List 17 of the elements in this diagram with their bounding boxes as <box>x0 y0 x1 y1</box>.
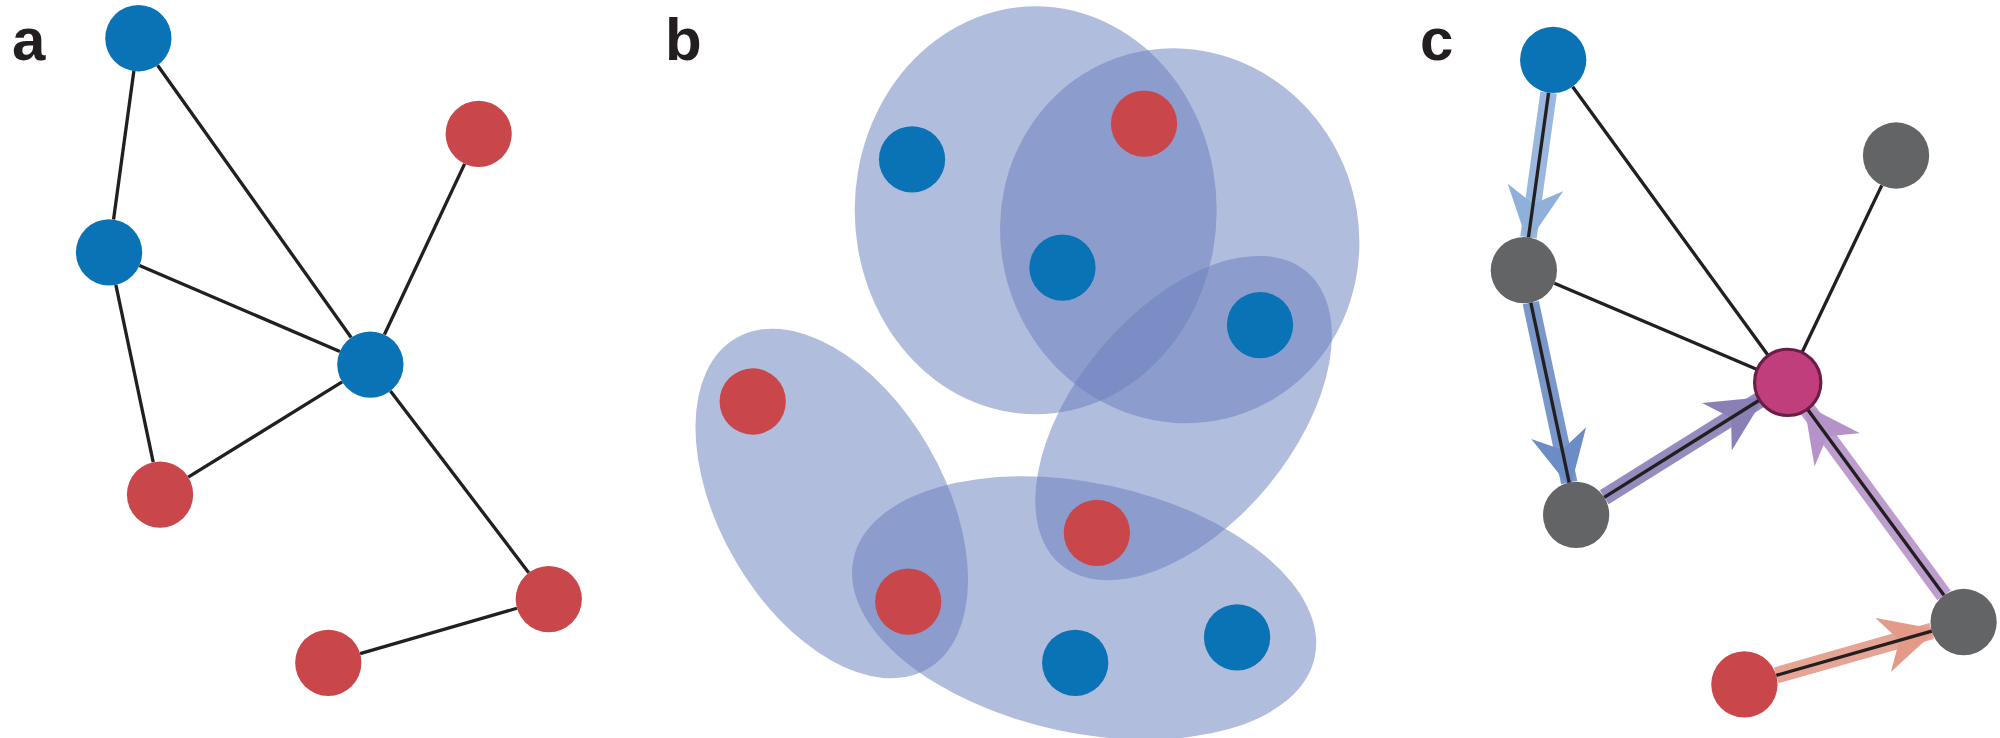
connector-line <box>359 606 518 656</box>
connector-line <box>1571 85 1770 357</box>
panel-label: a <box>12 10 46 70</box>
connector-line <box>138 263 341 353</box>
panel-label: c <box>1420 10 1454 70</box>
connector-line <box>1529 302 1571 483</box>
connector-line <box>1526 92 1551 238</box>
connector-line <box>1553 281 1758 371</box>
connector-line <box>1800 184 1884 354</box>
panel-label: b <box>665 10 702 70</box>
connector-line <box>1775 629 1933 677</box>
connector-line <box>114 284 155 463</box>
connector-line <box>382 163 467 336</box>
connector-line <box>187 380 344 479</box>
connector-line <box>111 70 136 220</box>
connector-line <box>156 64 353 339</box>
connector-line <box>389 389 531 574</box>
